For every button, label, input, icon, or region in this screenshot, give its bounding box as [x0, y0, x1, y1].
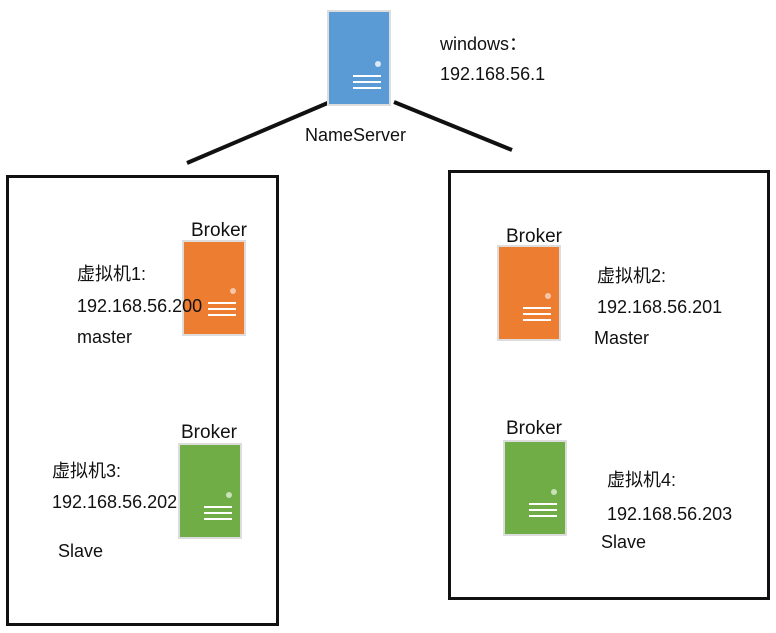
slave-vm-name: 虚拟机4: — [607, 470, 677, 490]
nameserver-ip: 192.168.56.1 — [440, 64, 546, 84]
master-ip: 192.168.56.200 — [77, 296, 203, 316]
connector-right — [393, 100, 513, 152]
master-broker-label: Broker — [506, 226, 562, 247]
master-vm-name: 虚拟机1: — [77, 264, 147, 284]
master-vm-name: 虚拟机2: — [597, 266, 667, 286]
slave-role: Slave — [58, 541, 104, 561]
slave-vm-name: 虚拟机3: — [52, 461, 122, 481]
master-broker-label: Broker — [191, 220, 247, 241]
nameserver-label: NameServer — [305, 125, 407, 145]
slave-broker-label: Broker — [506, 418, 562, 439]
slave-broker-label: Broker — [181, 422, 237, 443]
broker-group-left — [6, 175, 279, 626]
master-role: master — [77, 327, 133, 347]
master-role: Master — [594, 328, 650, 348]
nameserver-server-icon — [327, 10, 391, 106]
master-broker-server-icon — [182, 240, 246, 336]
nameserver-host-name: windows： — [440, 34, 528, 54]
slave-ip: 192.168.56.202 — [52, 492, 178, 512]
slave-broker-server-icon — [178, 443, 242, 539]
slave-role: Slave — [601, 532, 647, 552]
master-ip: 192.168.56.201 — [597, 297, 723, 317]
slave-broker-server-icon — [503, 440, 567, 536]
master-broker-server-icon — [497, 245, 561, 341]
slave-ip: 192.168.56.203 — [607, 504, 733, 524]
broker-group-right — [448, 170, 770, 600]
